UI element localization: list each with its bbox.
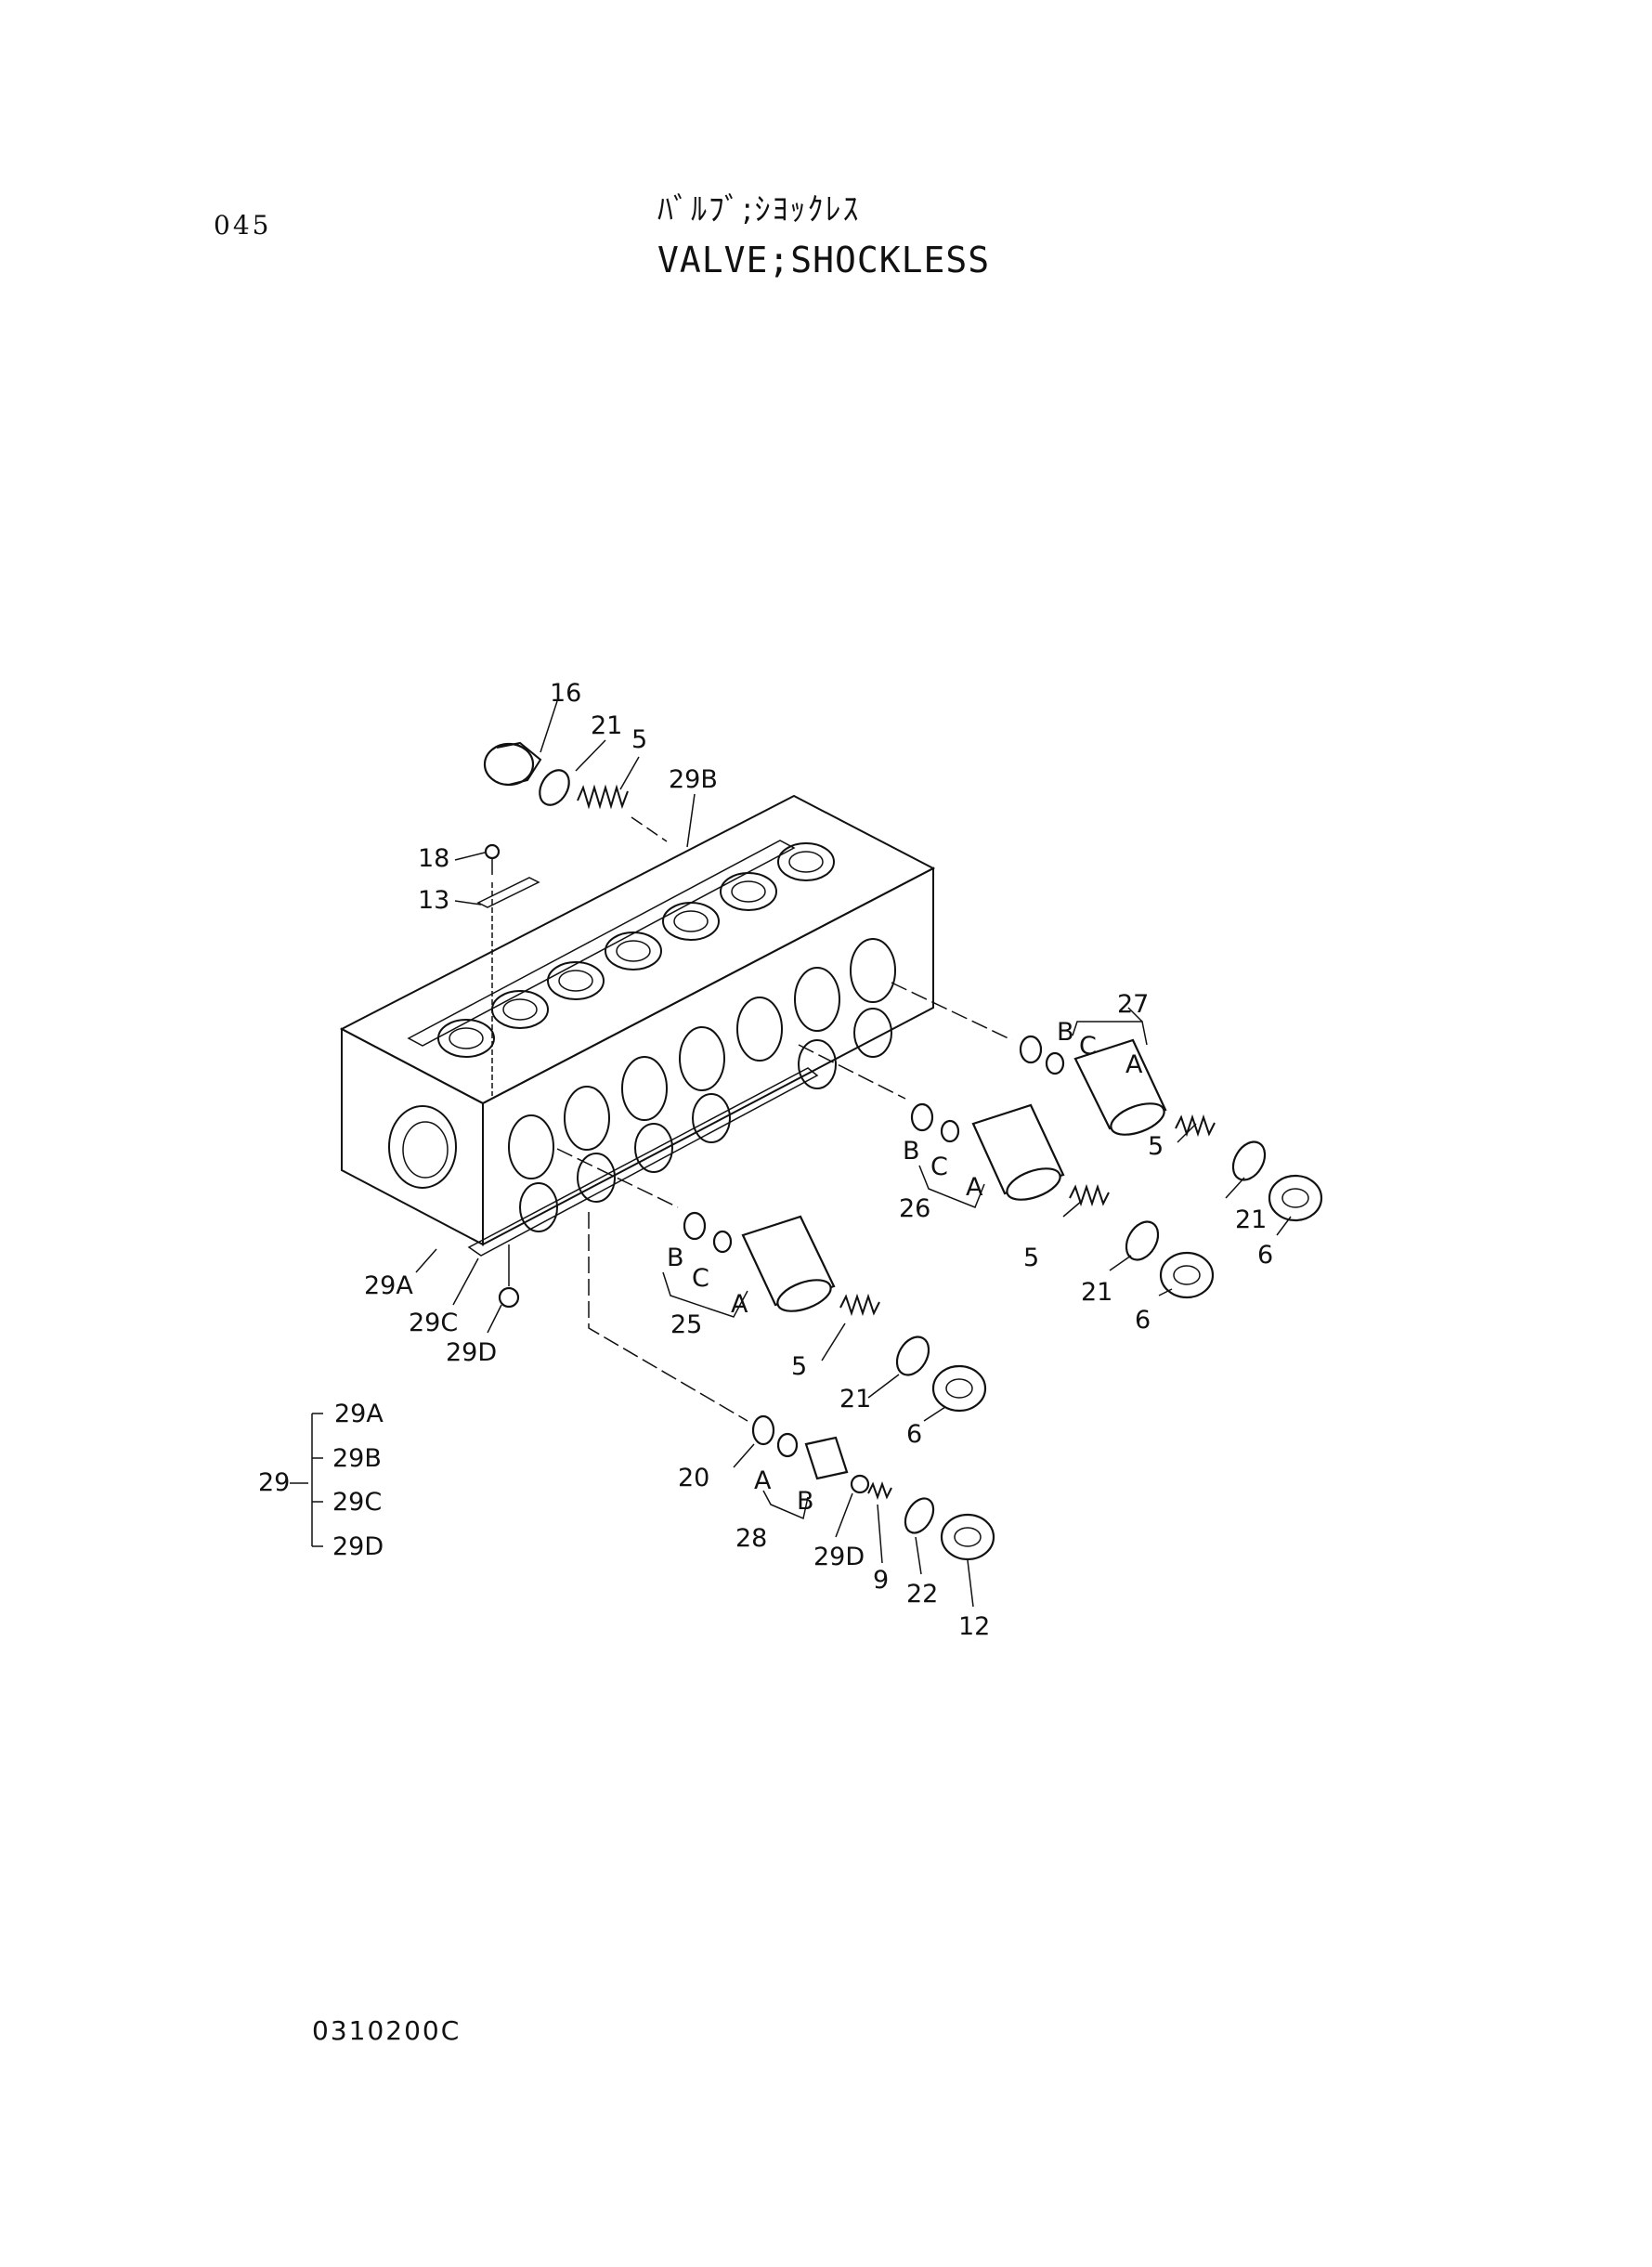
callout-29D-low: 29D bbox=[813, 1543, 865, 1571]
top-plug-16 bbox=[483, 741, 542, 787]
callout-27C: C bbox=[1079, 1032, 1097, 1061]
leader-lines bbox=[415, 700, 1292, 1608]
plate-13 bbox=[476, 877, 540, 908]
callout-21-27: 21 bbox=[1235, 1205, 1267, 1234]
title-english: VALVE;SHOCKLESS bbox=[657, 240, 991, 280]
callout-25A: A bbox=[731, 1290, 748, 1319]
callout-21-top: 21 bbox=[591, 711, 622, 740]
callout-28A: A bbox=[754, 1466, 772, 1495]
callout-6-27: 6 bbox=[1257, 1241, 1273, 1270]
legend-child-29D: 29D bbox=[332, 1532, 384, 1561]
callout-28B: B bbox=[797, 1487, 814, 1516]
callout-27A: A bbox=[1125, 1050, 1143, 1079]
callout-29D: 29D bbox=[446, 1338, 497, 1367]
legend-child-29A: 29A bbox=[334, 1400, 384, 1428]
callout-13: 13 bbox=[418, 886, 449, 915]
callout-29B: 29B bbox=[669, 765, 718, 794]
callouts: 16 21 5 29B 18 13 27 B C A 5 21 6 B C 26… bbox=[364, 679, 1273, 1641]
callout-20: 20 bbox=[678, 1464, 709, 1492]
callout-21-25: 21 bbox=[839, 1385, 871, 1414]
assembly-legend: 29 29A 29B 29C 29D bbox=[258, 1400, 384, 1561]
page-number: 045 bbox=[214, 210, 272, 241]
callout-25C: C bbox=[692, 1264, 709, 1293]
spool-assembly-26 bbox=[798, 1044, 1215, 1299]
callout-27: 27 bbox=[1117, 990, 1149, 1019]
valve-body-29A bbox=[339, 794, 936, 1257]
callout-16: 16 bbox=[550, 679, 581, 708]
callout-25B: B bbox=[667, 1244, 684, 1272]
callout-27B: B bbox=[1057, 1018, 1074, 1047]
callout-25: 25 bbox=[670, 1310, 702, 1339]
spool-assembly-28 bbox=[588, 1212, 995, 1561]
callout-6-26: 6 bbox=[1135, 1306, 1151, 1335]
callout-9: 9 bbox=[873, 1566, 889, 1595]
screw-18 bbox=[484, 843, 501, 860]
callout-29A: 29A bbox=[364, 1271, 413, 1300]
callout-5-27: 5 bbox=[1148, 1132, 1164, 1161]
spring-5-top bbox=[577, 784, 629, 810]
o-ring-21-top bbox=[539, 769, 570, 806]
document-code: 0310200C bbox=[312, 2015, 462, 2046]
side-ports bbox=[508, 938, 896, 1232]
title-japanese: ﾊﾞﾙﾌﾞ;ｼﾖｯｸﾚｽ bbox=[657, 191, 861, 228]
spool-assembly-25 bbox=[556, 1148, 987, 1413]
callout-26C: C bbox=[930, 1153, 948, 1181]
callout-21-26: 21 bbox=[1081, 1278, 1112, 1307]
ball-29D bbox=[498, 1286, 520, 1309]
callout-26B: B bbox=[903, 1137, 920, 1166]
callout-6-25: 6 bbox=[906, 1420, 922, 1449]
callout-18: 18 bbox=[418, 844, 449, 873]
callout-29C: 29C bbox=[409, 1309, 458, 1337]
callout-22: 22 bbox=[906, 1580, 938, 1609]
legend-child-29C: 29C bbox=[332, 1488, 382, 1517]
legend-parent-29: 29 bbox=[258, 1468, 290, 1497]
spool-assembly-27 bbox=[891, 982, 1323, 1222]
top-ports bbox=[437, 842, 835, 1058]
callout-26: 26 bbox=[899, 1194, 930, 1223]
legend-child-29B: 29B bbox=[332, 1444, 382, 1473]
callout-5-top: 5 bbox=[631, 725, 647, 754]
callout-5-25: 5 bbox=[791, 1352, 807, 1381]
callout-28: 28 bbox=[735, 1524, 767, 1553]
callout-5-26: 5 bbox=[1023, 1244, 1039, 1272]
callout-26A: A bbox=[966, 1173, 983, 1202]
callout-12: 12 bbox=[958, 1612, 990, 1641]
